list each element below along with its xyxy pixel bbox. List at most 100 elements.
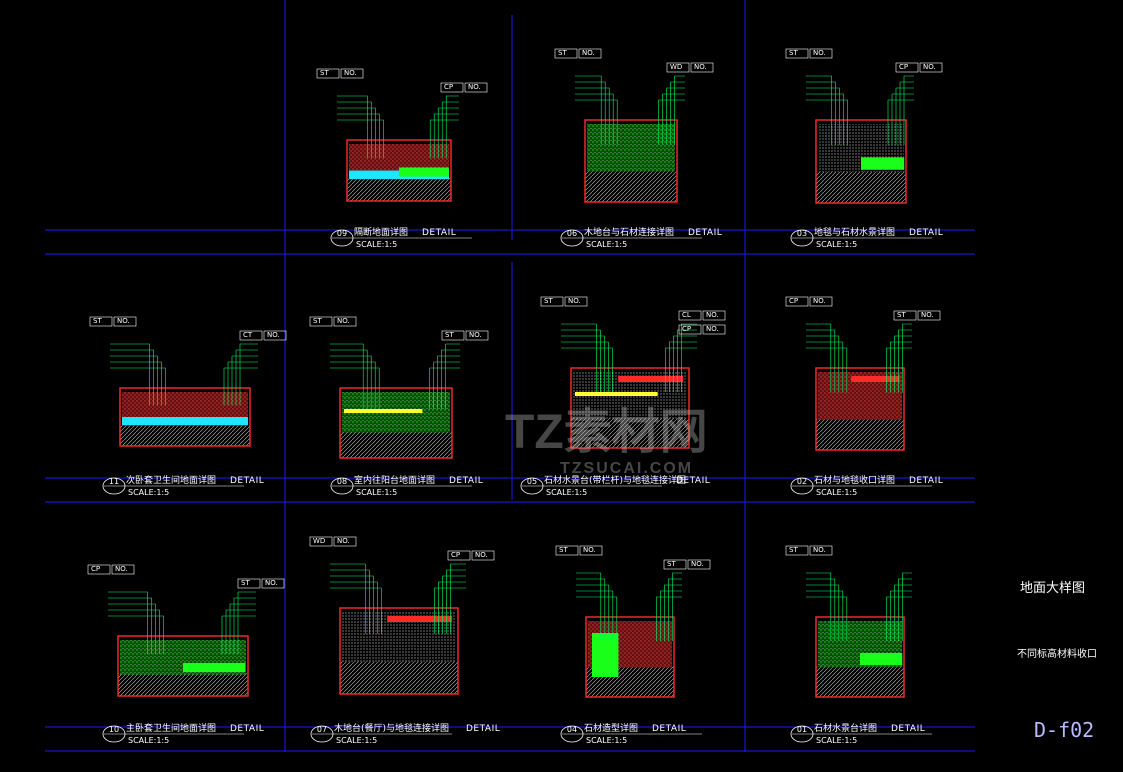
tag-box bbox=[564, 296, 588, 307]
leader-line bbox=[450, 563, 466, 634]
tag-box bbox=[809, 545, 833, 556]
detail-title: 石材水景台(带栏杆)与地毯连接详图 bbox=[544, 476, 687, 486]
tag-label: NO. bbox=[115, 565, 128, 573]
leader-line bbox=[337, 95, 368, 159]
tag-box bbox=[678, 324, 702, 335]
tag-box bbox=[809, 296, 833, 307]
leader-line bbox=[429, 367, 460, 409]
tag-label: NO. bbox=[117, 317, 130, 325]
sheet-code: D-f02 bbox=[1034, 718, 1095, 742]
detail-word: DETAIL bbox=[909, 228, 944, 238]
leader-line bbox=[886, 347, 912, 393]
leader-line bbox=[806, 335, 840, 393]
tag-label: CP bbox=[899, 63, 909, 71]
leader-line bbox=[894, 335, 912, 393]
tag-box bbox=[690, 62, 714, 73]
tag-box bbox=[441, 330, 465, 341]
detail-word: DETAIL bbox=[891, 724, 926, 734]
section-outline bbox=[119, 387, 251, 447]
section-outline bbox=[584, 119, 678, 203]
leader-line bbox=[890, 341, 912, 393]
tag-label: NO. bbox=[583, 546, 596, 554]
tag-box bbox=[893, 310, 917, 321]
leader-line bbox=[669, 341, 697, 392]
detail-word: DETAIL bbox=[688, 228, 723, 238]
tag-label: NO. bbox=[582, 49, 595, 57]
tag-label: NO. bbox=[921, 311, 934, 319]
leader-line bbox=[886, 596, 912, 641]
leader-line bbox=[681, 323, 697, 392]
leader-line bbox=[330, 587, 382, 634]
tag-box bbox=[785, 296, 809, 307]
tag-box bbox=[785, 545, 809, 556]
tag-box bbox=[809, 48, 833, 59]
tag-box bbox=[239, 330, 263, 341]
detail-title: 主卧套卫生间地面详图 bbox=[126, 724, 217, 734]
leader-line bbox=[438, 581, 466, 634]
leader-line bbox=[429, 119, 459, 159]
tag-box bbox=[309, 316, 333, 327]
tag-label: NO. bbox=[469, 331, 482, 339]
tag-label: ST bbox=[313, 317, 322, 325]
tag-label: CP bbox=[444, 83, 454, 91]
leader-line bbox=[337, 101, 372, 159]
leader-line bbox=[561, 323, 597, 392]
watermark-logo: TZ素材网 bbox=[505, 406, 708, 459]
tag-label: NO. bbox=[813, 297, 826, 305]
leader-line bbox=[677, 329, 697, 392]
leader-line bbox=[337, 113, 380, 159]
tag-label: NO. bbox=[267, 331, 280, 339]
section-outline bbox=[570, 367, 690, 449]
tag-box bbox=[340, 68, 364, 79]
tag-label: NO. bbox=[694, 63, 707, 71]
tag-label: NO. bbox=[568, 297, 581, 305]
leader-line bbox=[664, 584, 682, 641]
concrete-base-hatch bbox=[347, 177, 451, 201]
tag-box bbox=[471, 550, 495, 561]
leader-line bbox=[576, 572, 602, 641]
leader-line bbox=[806, 99, 848, 145]
tag-label: ST bbox=[789, 49, 798, 57]
detail-title: 室内往阳台地面详图 bbox=[354, 476, 436, 486]
tag-box bbox=[309, 536, 333, 547]
leader-line bbox=[806, 75, 832, 145]
leader-line bbox=[330, 581, 378, 634]
tag-box bbox=[579, 545, 603, 556]
leader-line bbox=[330, 343, 364, 409]
leader-line bbox=[902, 572, 912, 641]
leader-line bbox=[434, 587, 466, 634]
section-outline bbox=[815, 119, 907, 204]
detail-title: 隔断地面详图 bbox=[354, 228, 409, 238]
tag-box bbox=[333, 536, 357, 547]
tag-box bbox=[919, 62, 943, 73]
detail-scale: SCALE:1:5 bbox=[586, 240, 628, 249]
red-edge-band bbox=[387, 616, 453, 622]
tag-label: CP bbox=[789, 297, 799, 305]
leader-line bbox=[887, 99, 914, 145]
leader-line bbox=[441, 349, 460, 409]
detail-number: 10 bbox=[108, 725, 120, 734]
tag-label: CL bbox=[682, 311, 691, 319]
section-outline bbox=[815, 367, 905, 451]
tag-box bbox=[464, 82, 488, 93]
tag-label: NO. bbox=[691, 560, 704, 568]
leader-line bbox=[806, 323, 832, 393]
tag-label: ST bbox=[320, 69, 329, 77]
leader-line bbox=[672, 572, 682, 641]
concrete-base-hatch bbox=[816, 418, 904, 450]
carpet-band bbox=[399, 167, 449, 177]
leader-line bbox=[225, 609, 256, 654]
sheet-title: 地面大样图 bbox=[1020, 581, 1086, 596]
leader-line bbox=[894, 584, 912, 641]
leader-line bbox=[806, 590, 844, 641]
tag-label: NO. bbox=[813, 546, 826, 554]
detail-scale: SCALE:1:5 bbox=[586, 736, 628, 745]
leader-line bbox=[670, 81, 685, 145]
leader-line bbox=[233, 597, 256, 654]
leader-line bbox=[898, 578, 912, 641]
tag-label: ST bbox=[897, 311, 906, 319]
leader-line bbox=[806, 347, 848, 393]
leader-line bbox=[806, 81, 836, 145]
leader-line bbox=[442, 575, 466, 634]
leader-line bbox=[231, 355, 258, 406]
